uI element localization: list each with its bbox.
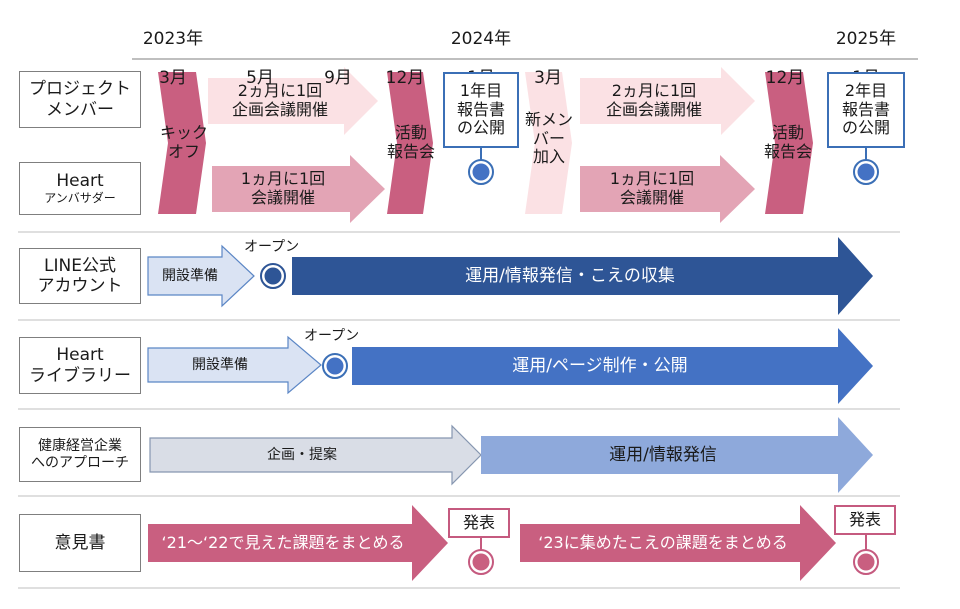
report-y2-marker	[857, 163, 875, 181]
row-label-line-official: LINE公式 アカウント	[19, 248, 141, 304]
ha-meeting-1-label: 1ヵ月に1回 会議開催	[240, 169, 326, 207]
timeline-year: 2025年	[835, 28, 897, 49]
timeline-col-3: 9月	[308, 10, 368, 108]
timeline-year	[375, 30, 435, 50]
pm-meeting-arrow-2	[580, 67, 755, 135]
timeline-month: 9月	[324, 68, 352, 89]
timeline-year: 2023年	[142, 28, 204, 49]
timeline-month: 3月	[159, 67, 187, 88]
timeline-month: 5月	[246, 68, 274, 89]
milestone-kickoff-label: キック オフ	[159, 123, 208, 161]
lib-prep-arrow	[147, 335, 322, 395]
report-y2-callout: 2年目 報告書 の公開	[827, 72, 905, 148]
row-label-health-companies: 健康経営企業 へのアプローチ	[19, 427, 141, 482]
co-ops-label: 運用/情報発信	[609, 444, 717, 465]
timeline-year	[518, 30, 578, 50]
report-y1-marker	[472, 163, 490, 181]
pm-meeting-2-label: 2ヵ月に1回 企画会議開催	[605, 81, 702, 119]
milestone-new-members-label: 新メン バー 加入	[524, 109, 573, 167]
line-prep-arrow	[147, 244, 255, 308]
publish-1-marker	[472, 553, 490, 571]
line-ops-label: 運用/情報発信・こえの収集	[465, 265, 675, 286]
lib-prep-label: 開設準備	[192, 356, 248, 373]
op-arrow-2	[520, 505, 836, 581]
timeline-month: 3月	[534, 68, 562, 89]
ha-meeting-2-label: 1ヵ月に1回 会議開催	[609, 169, 695, 207]
milestone-activity-report-1-label: 活動 報告会	[386, 123, 435, 161]
lib-ops-label: 運用/ページ制作・公開	[512, 355, 688, 376]
op-bar-2-label: ‘23に集めたこえの課題をまとめる	[538, 532, 788, 552]
line-open-marker	[264, 267, 282, 285]
line-open-label: オープン	[244, 239, 300, 255]
row-label-opinion-paper: 意見書	[19, 514, 141, 572]
publish-2-callout: 発表	[834, 505, 896, 535]
ha-meeting-arrow-2	[580, 155, 755, 223]
pm-meeting-1-label: 2ヵ月に1回 企画会議開催	[231, 81, 328, 119]
row-label-project-members: プロジェクト メンバー	[19, 71, 141, 128]
timeline-year	[308, 30, 368, 50]
timeline-col-1: 2023年 3月	[128, 10, 218, 108]
ha-meeting-arrow-1	[212, 155, 385, 223]
timeline-year: 2024年	[450, 28, 512, 49]
publish-2-marker	[857, 553, 875, 571]
row-label-heart-ambassador: Heart アンバサダー	[19, 162, 141, 215]
milestone-activity-report-2-label: 活動 報告会	[763, 123, 812, 161]
co-plan-arrow	[149, 424, 482, 486]
timeline-month: 12月	[385, 68, 425, 89]
line-prep-label: 開設準備	[162, 267, 218, 284]
lib-open-label: オープン	[304, 328, 360, 344]
lib-open-marker	[326, 357, 344, 375]
pm-meeting-arrow-1	[208, 67, 378, 135]
kickoff-chevron	[158, 72, 206, 214]
timeline-col-4: 12月	[375, 10, 435, 108]
activity-report-1-chevron	[387, 72, 433, 214]
co-plan-label: 企画・提案	[267, 446, 337, 463]
op-arrow-1	[148, 505, 448, 581]
report-y1-callout: 1年目 報告書 の公開	[443, 72, 519, 148]
co-ops-arrow	[481, 417, 873, 493]
timeline-col-6: 3月	[518, 10, 578, 108]
timeline-year	[755, 30, 815, 50]
activity-report-2-chevron	[765, 72, 813, 214]
new-members-chevron	[525, 72, 572, 214]
line-ops-arrow	[292, 237, 873, 315]
row-label-main: Heart	[56, 171, 104, 192]
lib-ops-arrow	[352, 328, 873, 404]
publish-1-callout: 発表	[448, 508, 510, 538]
timeline-month: 12月	[765, 68, 805, 89]
op-bar-1-label: ‘21～‘22で見えた課題をまとめる	[161, 532, 405, 552]
row-label-heart-library: Heart ライブラリー	[19, 337, 141, 394]
timeline-col-2: 5月	[230, 10, 290, 108]
timeline-year	[230, 30, 290, 50]
row-label-sub: アンバサダー	[44, 191, 116, 206]
timeline-col-7: 12月	[755, 10, 815, 108]
